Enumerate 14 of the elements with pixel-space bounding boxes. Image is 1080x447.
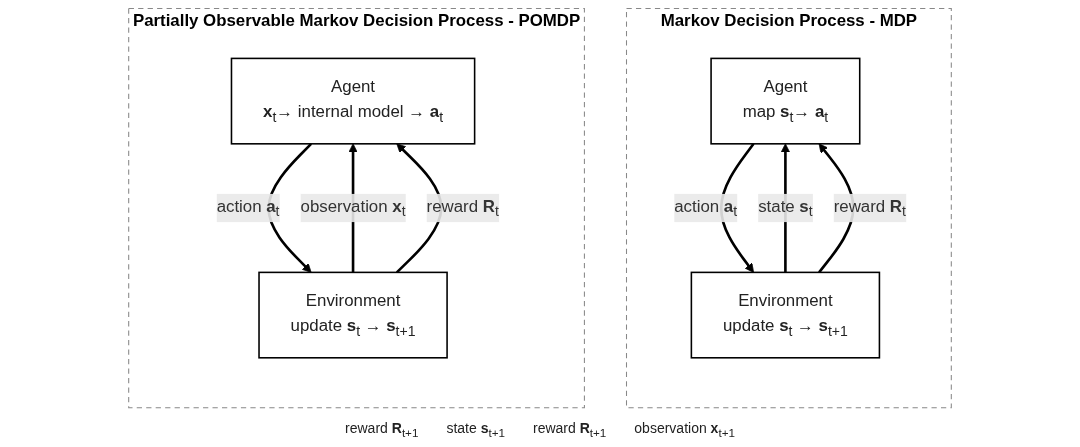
edge-label: action a$_{t}$ [216, 196, 280, 220]
edge-label: observation x$_{t}$ [300, 196, 406, 220]
edge-label: reward R$_{t}$ [833, 196, 906, 220]
node-box: Environment update s$_{t}$ → s$_{t+1}$ [258, 271, 448, 359]
node-box: Environment update s$_{t}$ → s$_{t+1}$ [690, 271, 881, 359]
node-box: Agent map s$_{t}$→ a$_{t}$ [710, 57, 861, 145]
note-text: reward R$_{t+1}$ [533, 420, 607, 439]
node-box: Agent x$_{t}$→ internal model → a$_{t}$ [230, 57, 476, 145]
note-text: state s$_{t+1}$ [446, 420, 505, 439]
note-text: reward R$_{t+1}$ [345, 420, 419, 439]
edge-label: state s$_{t}$ [758, 196, 813, 220]
edge-label: reward R$_{t}$ [426, 196, 499, 220]
edge-label: action a$_{t}$ [674, 196, 738, 220]
note-text: observation x$_{t+1}$ [634, 420, 735, 439]
